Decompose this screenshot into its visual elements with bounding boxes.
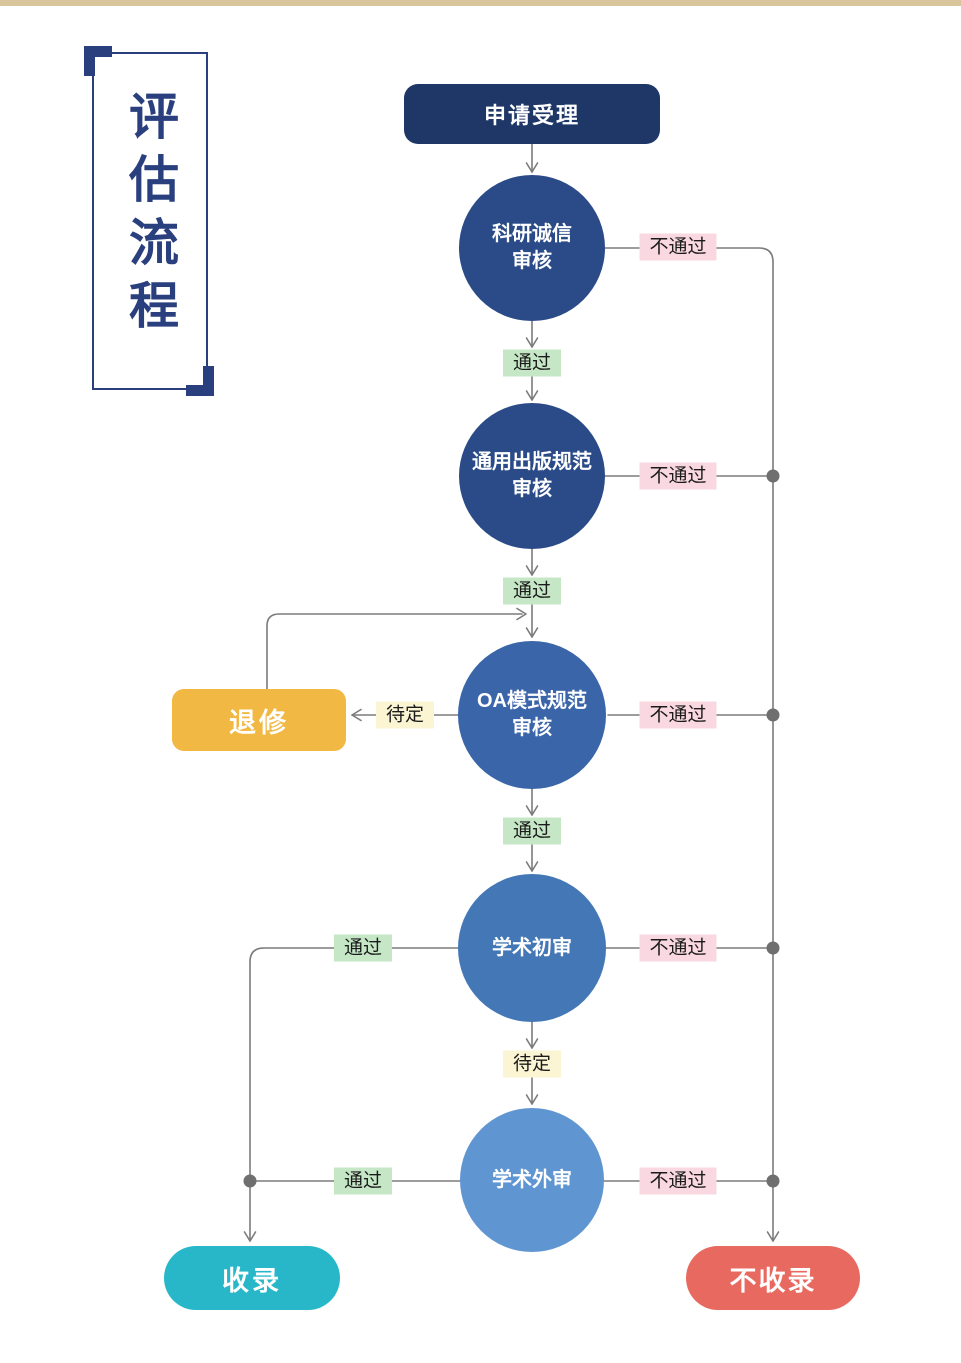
top-accent-bar [0,0,961,6]
reject-node: 不收录 [686,1246,860,1310]
edge-label-pass-3: 通过 [502,817,562,845]
step-label: 通用出版规范 [472,451,592,473]
corner-bracket-top-left-icon [84,46,112,76]
edge-label-pass-1: 通过 [502,349,562,377]
accept-node: 收录 [164,1246,340,1310]
title-frame [92,52,208,390]
edge-label-pending-1: 待定 [375,701,435,729]
page-title: 评估流程 [122,90,178,342]
edge-label-fail-4: 不通过 [639,934,717,962]
step-label: 审核 [512,478,552,500]
step-label: OA模式规范 [477,690,587,712]
edge-label-pass-5: 通过 [333,1167,393,1195]
step-circle-publishing: 通用出版规范 审核 [459,403,605,549]
main-flow-edges [525,143,539,1105]
step-circle-external-review: 学术外审 [460,1108,604,1252]
start-node: 申请受理 [404,84,660,144]
corner-bracket-bottom-right-icon [186,366,214,396]
step-circle-oa: OA模式规范 审核 [458,641,606,789]
reject-node-label: 不收录 [729,1265,817,1296]
start-node-label: 申请受理 [483,103,580,128]
edge-label-fail-2: 不通过 [639,462,717,490]
step-label: 科研诚信 [492,223,572,245]
edge-label-fail-5: 不通过 [639,1167,717,1195]
step-label: 学术初审 [492,936,572,959]
pass-edges [243,947,461,1242]
edge-label-pass-2: 通过 [502,577,562,605]
edge-label-pending-2: 待定 [502,1050,562,1078]
step-label: 学术外审 [492,1168,572,1191]
revise-node-label: 退修 [229,707,289,738]
revise-node: 退修 [172,689,346,751]
accept-node-label: 收录 [222,1265,282,1296]
edge-label-pass-4: 通过 [333,934,393,962]
step-circle-integrity: 科研诚信 审核 [459,175,605,321]
title-block: 评估流程 [84,46,216,398]
step-label: 审核 [512,250,552,272]
step-label: 审核 [512,717,552,739]
edge-label-fail-3: 不通过 [639,701,717,729]
edge-label-fail-1: 不通过 [639,233,717,261]
fail-edges [603,247,780,1242]
step-circle-initial-review: 学术初审 [458,874,606,1022]
